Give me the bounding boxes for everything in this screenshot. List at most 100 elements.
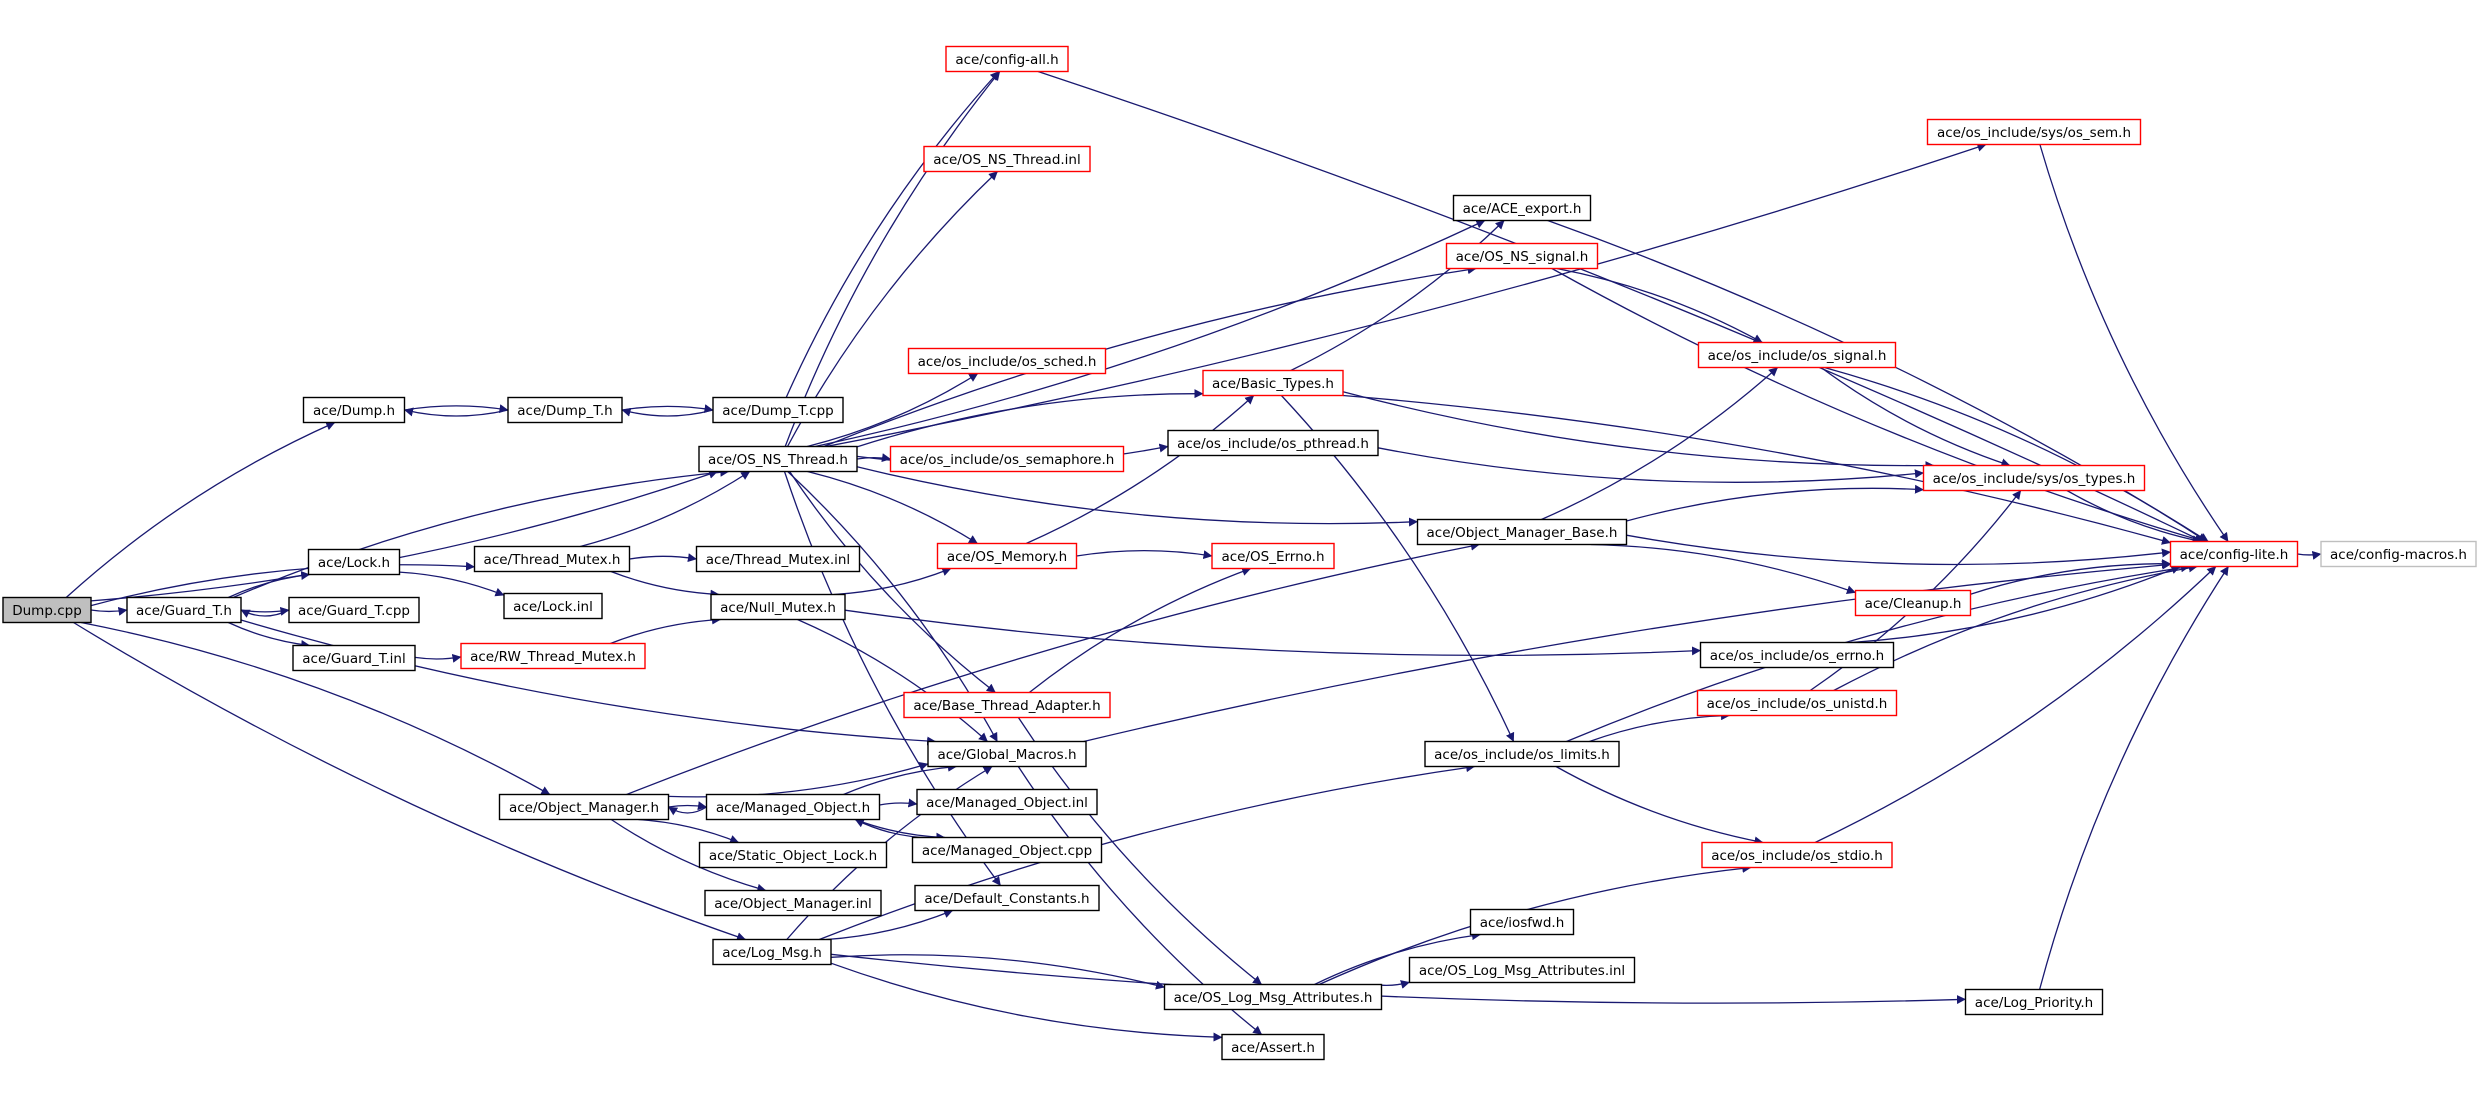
node-config-all-h[interactable]: ace/config-all.h <box>945 45 1069 73</box>
node-os-log-msg-attributes-h[interactable]: ace/OS_Log_Msg_Attributes.h <box>1163 983 1383 1011</box>
node-box[interactable] <box>1697 341 1897 369</box>
node-thread-mutex-inl[interactable]: ace/Thread_Mutex.inl <box>695 545 861 573</box>
node-cleanup-h[interactable]: ace/Cleanup.h <box>1854 589 1972 617</box>
node-os-ns-thread-h[interactable]: ace/OS_NS_Thread.h <box>698 445 858 473</box>
node-dump-t-cpp[interactable]: ace/Dump_T.cpp <box>712 396 844 424</box>
node-box[interactable] <box>695 545 861 573</box>
node-box[interactable] <box>936 542 1078 570</box>
node-global-macros-h[interactable]: ace/Global_Macros.h <box>927 740 1087 768</box>
node-os-sem-h[interactable]: ace/os_include/sys/os_sem.h <box>1926 118 2142 146</box>
node-box[interactable] <box>1452 194 1592 222</box>
node-os-semaphore-h[interactable]: ace/os_include/os_semaphore.h <box>889 445 1125 473</box>
node-log-msg-h[interactable]: ace/Log_Msg.h <box>712 938 832 966</box>
node-box[interactable] <box>473 545 631 573</box>
node-guard-t-h[interactable]: ace/Guard_T.h <box>126 596 242 624</box>
node-box[interactable] <box>698 445 858 473</box>
node-os-log-msg-attributes-inl[interactable]: ace/OS_Log_Msg_Attributes.inl <box>1408 956 1636 984</box>
node-managed-object-h[interactable]: ace/Managed_Object.h <box>705 793 881 821</box>
node-box[interactable] <box>2 596 92 624</box>
node-box[interactable] <box>945 45 1069 73</box>
node-box[interactable] <box>1211 542 1335 570</box>
node-box[interactable] <box>1167 429 1379 457</box>
node-box[interactable] <box>2320 540 2477 568</box>
node-box[interactable] <box>907 347 1107 375</box>
node-os-stdio-h[interactable]: ace/os_include/os_stdio.h <box>1701 841 1893 869</box>
node-iosfwd-h[interactable]: ace/iosfwd.h <box>1469 908 1575 936</box>
node-box[interactable] <box>507 396 623 424</box>
node-box[interactable] <box>923 145 1091 173</box>
node-os-pthread-h[interactable]: ace/os_include/os_pthread.h <box>1167 429 1379 457</box>
node-box[interactable] <box>1696 689 1898 717</box>
node-managed-object-cpp[interactable]: ace/Managed_Object.cpp <box>911 836 1103 864</box>
node-box[interactable] <box>712 396 844 424</box>
node-os-types-h[interactable]: ace/os_include/sys/os_types.h <box>1922 464 2146 492</box>
node-box[interactable] <box>705 793 881 821</box>
node-log-priority-h[interactable]: ace/Log_Priority.h <box>1964 988 2104 1016</box>
node-box[interactable] <box>1408 956 1636 984</box>
node-box[interactable] <box>712 938 832 966</box>
node-lock-h[interactable]: ace/Lock.h <box>307 548 401 576</box>
node-os-memory-h[interactable]: ace/OS_Memory.h <box>936 542 1078 570</box>
node-thread-mutex-h[interactable]: ace/Thread_Mutex.h <box>473 545 631 573</box>
node-dump-t-h[interactable]: ace/Dump_T.h <box>507 396 623 424</box>
node-rw-thread-mutex-h[interactable]: ace/RW_Thread_Mutex.h <box>460 642 646 670</box>
node-os-limits-h[interactable]: ace/os_include/os_limits.h <box>1424 740 1620 768</box>
node-box[interactable] <box>460 642 646 670</box>
node-os-errno-h-main[interactable]: ace/OS_Errno.h <box>1211 542 1335 570</box>
node-base-thread-adapter-h[interactable]: ace/Base_Thread_Adapter.h <box>903 691 1111 719</box>
node-box[interactable] <box>1163 983 1383 1011</box>
node-object-manager-base-h[interactable]: ace/Object_Manager_Base.h <box>1416 518 1628 546</box>
node-os-sched-h[interactable]: ace/os_include/os_sched.h <box>907 347 1107 375</box>
node-null-mutex-h[interactable]: ace/Null_Mutex.h <box>710 593 846 621</box>
node-default-constants-h[interactable]: ace/Default_Constants.h <box>914 884 1100 912</box>
node-config-macros-h[interactable]: ace/config-macros.h <box>2320 540 2477 568</box>
node-box[interactable] <box>914 884 1100 912</box>
node-box[interactable] <box>889 445 1125 473</box>
node-box[interactable] <box>1469 908 1575 936</box>
node-os-signal-h[interactable]: ace/os_include/os_signal.h <box>1697 341 1897 369</box>
node-box[interactable] <box>498 793 670 821</box>
node-box[interactable] <box>710 593 846 621</box>
node-box[interactable] <box>911 836 1103 864</box>
node-object-manager-inl[interactable]: ace/Object_Manager.inl <box>704 889 882 917</box>
node-ace-export-h[interactable]: ace/ACE_export.h <box>1452 194 1592 222</box>
node-dump-h[interactable]: ace/Dump.h <box>302 396 406 424</box>
node-os-ns-signal-h[interactable]: ace/OS_NS_signal.h <box>1445 242 1599 270</box>
node-box[interactable] <box>1416 518 1628 546</box>
node-os-unistd-h[interactable]: ace/os_include/os_unistd.h <box>1696 689 1898 717</box>
node-box[interactable] <box>1445 242 1599 270</box>
node-os-ns-thread-inl[interactable]: ace/OS_NS_Thread.inl <box>923 145 1091 173</box>
node-lock-inl[interactable]: ace/Lock.inl <box>503 592 603 620</box>
node-guard-t-inl[interactable]: ace/Guard_T.inl <box>292 644 416 672</box>
node-object-manager-h[interactable]: ace/Object_Manager.h <box>498 793 670 821</box>
node-os-include-errno-h[interactable]: ace/os_include/os_errno.h <box>1699 641 1895 669</box>
node-box[interactable] <box>126 596 242 624</box>
node-dump-cpp[interactable]: Dump.cpp <box>2 596 92 624</box>
node-config-lite-h[interactable]: ace/config-lite.h <box>2169 540 2299 568</box>
node-box[interactable] <box>1964 988 2104 1016</box>
node-managed-object-inl[interactable]: ace/Managed_Object.inl <box>916 788 1098 816</box>
node-box[interactable] <box>927 740 1087 768</box>
node-box[interactable] <box>307 548 401 576</box>
node-box[interactable] <box>916 788 1098 816</box>
node-box[interactable] <box>503 592 603 620</box>
node-box[interactable] <box>1699 641 1895 669</box>
node-box[interactable] <box>903 691 1111 719</box>
node-guard-t-cpp[interactable]: ace/Guard_T.cpp <box>288 596 420 624</box>
node-box[interactable] <box>1424 740 1620 768</box>
node-box[interactable] <box>704 889 882 917</box>
node-box[interactable] <box>302 396 406 424</box>
node-box[interactable] <box>1854 589 1972 617</box>
node-box[interactable] <box>2169 540 2299 568</box>
node-box[interactable] <box>1202 369 1344 397</box>
node-box[interactable] <box>292 644 416 672</box>
node-assert-h[interactable]: ace/Assert.h <box>1221 1033 1325 1061</box>
node-box[interactable] <box>1926 118 2142 146</box>
node-box[interactable] <box>698 841 888 869</box>
node-box[interactable] <box>1221 1033 1325 1061</box>
node-box[interactable] <box>1701 841 1893 869</box>
node-static-object-lock-h[interactable]: ace/Static_Object_Lock.h <box>698 841 888 869</box>
node-box[interactable] <box>1922 464 2146 492</box>
node-basic-types-h[interactable]: ace/Basic_Types.h <box>1202 369 1344 397</box>
node-box[interactable] <box>288 596 420 624</box>
